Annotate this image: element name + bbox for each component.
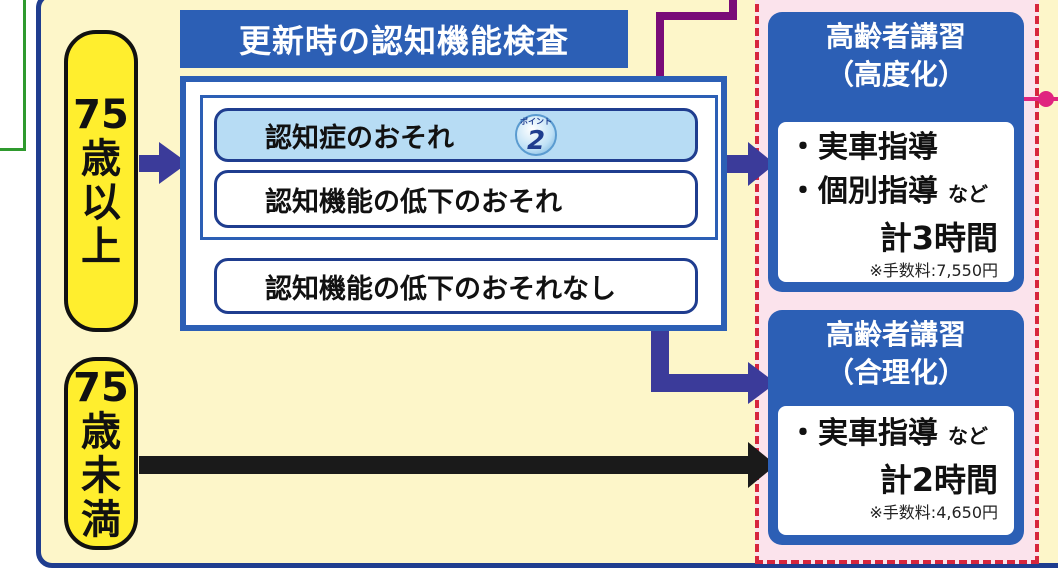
course-advanced-fee: ※手数料:7,550円	[869, 261, 998, 280]
exam-title: 更新時の認知機能検査	[180, 10, 628, 68]
left-outline-box	[0, 0, 26, 151]
result-no-risk: 認知機能の低下のおそれなし	[214, 258, 698, 314]
pink-dot	[1038, 91, 1054, 107]
course-rational-etc: など	[948, 424, 988, 448]
result-dementia-label: 認知症のおそれ	[265, 122, 454, 154]
point-badge-label: ポイント	[520, 117, 552, 126]
course-advanced-body: ・実車指導 ・個別指導など 計3時間 ※手数料:7,550円	[778, 122, 1014, 282]
point-badge-number: 2	[526, 126, 546, 156]
course-rational-item-1-text: ・実車指導	[788, 416, 938, 451]
course-rational-body: ・実車指導など 計2時間 ※手数料:4,650円	[778, 406, 1014, 535]
result-decline-risk: 認知機能の低下のおそれ	[214, 170, 698, 228]
age-over-75-line-1: 75	[73, 92, 129, 138]
age-under-75-line-1: 75	[73, 364, 129, 411]
course-advanced-subtitle: （高度化）	[825, 58, 966, 91]
result-dementia-risk: 認知症のおそれ	[214, 108, 698, 162]
course-advanced-item-2: ・個別指導など	[778, 170, 1014, 216]
course-advanced-total: 計3時間	[879, 219, 998, 257]
result-decline-label: 認知機能の低下のおそれ	[265, 186, 562, 218]
arrow-none-rational-shaft	[651, 314, 750, 392]
course-advanced-item-1: ・実車指導	[778, 126, 1014, 170]
course-advanced: 高齢者講習 （高度化） ・実車指導 ・個別指導など 計3時間 ※手数料:7,55…	[768, 12, 1024, 292]
result-none-label: 認知機能の低下のおそれなし	[265, 273, 616, 305]
age-under-75-line-4: 満	[81, 496, 121, 543]
point-2-badge-icon: ポイント 2	[515, 114, 557, 156]
course-advanced-title: 高齢者講習	[825, 20, 966, 53]
course-rational-fee: ※手数料:4,650円	[869, 503, 998, 522]
arrow-exam-advanced-shaft	[727, 155, 751, 173]
arrow-none-rational-head	[748, 362, 776, 404]
course-rational: 高齢者講習 （合理化） ・実車指導など 計2時間 ※手数料:4,650円	[768, 310, 1024, 545]
course-rational-item-1: ・実車指導など	[778, 412, 1014, 458]
age-under-75-line-3: 未	[81, 452, 121, 499]
course-rational-title: 高齢者講習	[825, 318, 966, 351]
arrow-over75-head	[159, 142, 188, 184]
arrow-under75-shaft	[139, 456, 751, 474]
purple-connector	[656, 0, 737, 130]
arrow-over75-shaft	[139, 155, 161, 172]
course-advanced-item-1-text: ・実車指導	[788, 130, 938, 165]
course-rational-subtitle: （合理化）	[825, 356, 966, 389]
age-over-75-line-4: 上	[81, 224, 121, 270]
course-rational-total: 計2時間	[879, 461, 998, 499]
age-under-75-line-2: 歳	[81, 408, 121, 455]
age-under-75-pill: 75 歳 未 満	[64, 357, 138, 550]
age-over-75-line-3: 以	[81, 180, 121, 226]
course-advanced-item-2-text: ・個別指導	[788, 174, 938, 209]
age-over-75-line-2: 歳	[81, 136, 121, 182]
arrow-under75-head	[748, 442, 776, 488]
age-over-75-pill: 75 歳 以 上	[64, 30, 138, 332]
course-advanced-etc: など	[948, 182, 988, 206]
arrow-exam-advanced-head	[748, 142, 775, 186]
